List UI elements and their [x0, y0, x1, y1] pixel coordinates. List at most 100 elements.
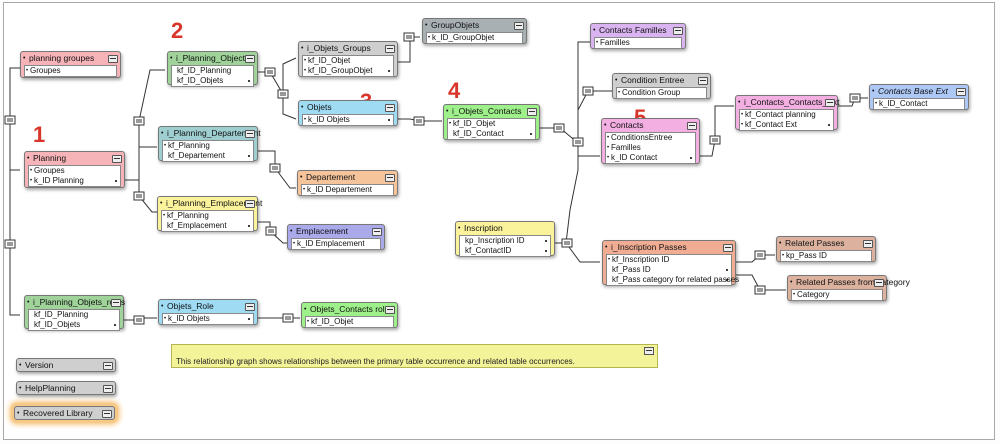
table-condition-entree[interactable]: •Condition Entree •Condition Group: [612, 73, 711, 99]
collapse-button[interactable]: [245, 55, 255, 63]
collapse-button[interactable]: [698, 77, 708, 85]
table-planning[interactable]: •Planning •Groupes •k_ID Planning: [24, 151, 125, 188]
collapse-button[interactable]: [112, 155, 122, 163]
table-emplacement[interactable]: •Emplacement •k_ID Emplacement: [287, 224, 385, 250]
table-objets-contacts-role[interactable]: •Objets_Contacts role •kf_ID_Objet: [301, 302, 398, 328]
table-i-planning-objets-roles[interactable]: •i_Planning_Objets_roles kf_ID_Planning …: [24, 295, 125, 331]
table-title: i_Objets_Groups: [307, 43, 371, 53]
field-row[interactable]: •k_ID Planning: [29, 176, 120, 186]
field-row[interactable]: •Familles: [596, 38, 630, 47]
collapse-button[interactable]: [385, 104, 395, 112]
collapse-button[interactable]: [372, 228, 382, 236]
field-row[interactable]: kf_ID_Planning: [177, 66, 232, 75]
field-row[interactable]: •ConditionsEntree: [607, 133, 673, 142]
table-title: i_Contacts_Contacts_Ext: [744, 97, 840, 107]
collapse-button[interactable]: [385, 306, 395, 314]
field-row[interactable]: •kf_Contact Ext: [740, 120, 833, 130]
table-departement[interactable]: •Departement •k_ID Departement: [297, 170, 398, 196]
field-row[interactable]: •kf_Inscription ID: [608, 255, 670, 264]
field-row[interactable]: kp_Inscription ID: [460, 236, 550, 246]
collapse-button[interactable]: [673, 27, 683, 35]
table-related-passes-from-category[interactable]: •Related Passes from category •Category: [787, 275, 910, 301]
collapse-button[interactable]: [102, 410, 112, 418]
field-row[interactable]: •Groupes: [26, 66, 61, 75]
field-row[interactable]: kf_ID_Objets: [172, 76, 253, 86]
field-row[interactable]: kf_Pass ID: [607, 265, 731, 275]
collapse-button[interactable]: [874, 279, 884, 287]
table-planning-groupes[interactable]: •planning groupes •Groupes: [20, 51, 121, 78]
field-row[interactable]: kf_ID_Planning: [34, 310, 89, 319]
table-version[interactable]: •Version: [16, 358, 116, 372]
table-i-planning-emplacement[interactable]: •i_Planning_Emplacement •kf_Planning kf_…: [157, 196, 262, 232]
table-i-planning-object[interactable]: •i_Planning_Object kf_ID_Planning kf_ID_…: [167, 51, 258, 87]
table-groupobjets[interactable]: •GroupObjets •k_ID_GroupObjet: [422, 18, 527, 44]
field-row[interactable]: •kf_ID_Objet: [304, 56, 351, 65]
table-contacts-base-ext[interactable]: •Contacts Base Ext •k_ID_Contact: [869, 84, 969, 110]
collapse-button[interactable]: [245, 303, 255, 311]
table-title: Condition Entree: [621, 75, 685, 85]
collapse-button[interactable]: [385, 45, 395, 53]
collapse-button[interactable]: [111, 299, 121, 307]
collapse-button[interactable]: [103, 362, 113, 370]
field-row[interactable]: •Condition Group: [618, 88, 681, 97]
field-row[interactable]: •kf_Contact planning: [741, 110, 816, 119]
note-text: This relationship graph shows relationsh…: [176, 357, 575, 366]
collapse-button[interactable]: [687, 122, 697, 130]
table-contacts-familles[interactable]: •Contacts Familles •Familles: [590, 23, 686, 49]
collapse-button[interactable]: [863, 240, 873, 248]
field-row[interactable]: •k_ID_Contact: [875, 99, 928, 108]
field-row[interactable]: •Category: [793, 290, 830, 299]
collapse-button[interactable]: [245, 130, 255, 138]
field-row[interactable]: •kf_ID_GroupObjet: [303, 66, 393, 76]
field-row[interactable]: kf_Pass category for related passes: [612, 275, 740, 284]
collapse-button[interactable]: [514, 22, 524, 30]
field-row[interactable]: •k_ID Contact: [606, 153, 695, 163]
collapse-button[interactable]: [527, 108, 537, 116]
table-recovered-library[interactable]: •Recovered Library: [14, 406, 115, 420]
collapse-button[interactable]: [956, 88, 966, 96]
table-objets-role[interactable]: •Objets_Role •k_ID Objets: [158, 299, 258, 325]
field-row[interactable]: •kf_ID_Objet: [449, 119, 496, 128]
table-contacts[interactable]: •Contacts •ConditionsEntree •Familles •k…: [601, 118, 700, 164]
graph-note[interactable]: This relationship graph shows relationsh…: [171, 344, 658, 368]
field-row[interactable]: •k_ID Objets: [303, 115, 393, 125]
field-row[interactable]: •kf_Planning: [163, 211, 209, 220]
collapse-button[interactable]: [103, 385, 113, 393]
field-row[interactable]: kf_Departement: [163, 151, 253, 161]
table-i-planning-departement[interactable]: •i_Planning_Departement •kf_Planning kf_…: [158, 126, 261, 162]
table-i-contacts-contacts-ext[interactable]: •i_Contacts_Contacts_Ext •kf_Contact pla…: [735, 95, 840, 131]
field-row[interactable]: •k_ID Objets: [163, 314, 253, 324]
table-objets[interactable]: •Objets •k_ID Objets: [298, 100, 398, 126]
field-row[interactable]: •k_ID Emplacement: [293, 239, 365, 248]
field-row[interactable]: kf_ContactID: [460, 246, 550, 256]
field-row[interactable]: kf_ID_Contact: [448, 129, 535, 139]
table-i-objets-contacts[interactable]: •i_Objets_Contacts •kf_ID_Objet kf_ID_Co…: [443, 104, 540, 140]
table-related-passes[interactable]: •Related Passes •kp_Pass ID: [776, 236, 876, 262]
collapse-button[interactable]: [385, 174, 395, 182]
collapse-button[interactable]: [644, 347, 654, 355]
table-title: Objets_Contacts role: [310, 304, 390, 314]
field-row[interactable]: •kp_Pass ID: [782, 251, 827, 260]
collapse-button[interactable]: [245, 200, 255, 208]
field-row[interactable]: •kf_Planning: [164, 141, 210, 150]
table-i-objets-groups[interactable]: •i_Objets_Groups •kf_ID_Objet •kf_ID_Gro…: [298, 41, 398, 77]
table-i-inscription-passes[interactable]: •i_Inscription Passes •kf_Inscription ID…: [602, 240, 740, 286]
field-row[interactable]: •Familles: [607, 143, 641, 152]
table-helpplanning[interactable]: •HelpPlanning: [16, 381, 116, 395]
field-row[interactable]: •k_ID_GroupObjet: [428, 33, 495, 42]
field-row[interactable]: kf_ID_Objets: [29, 320, 119, 330]
table-title: Objets_Role: [167, 301, 214, 311]
collapse-button[interactable]: [825, 99, 835, 107]
table-title: i_Planning_Object: [176, 53, 245, 63]
collapse-button[interactable]: [108, 55, 118, 63]
collapse-button[interactable]: [723, 244, 733, 252]
field-row[interactable]: •Groupes: [30, 166, 65, 175]
field-row[interactable]: •k_ID Departement: [303, 185, 372, 194]
table-title: Planning: [33, 153, 67, 163]
table-inscription[interactable]: •Inscription kp_Inscription ID kf_Contac…: [455, 221, 555, 257]
field-row[interactable]: kf_Emplacement: [162, 221, 253, 231]
table-title: Version: [25, 360, 54, 370]
field-row[interactable]: •kf_ID_Objet: [307, 317, 354, 326]
